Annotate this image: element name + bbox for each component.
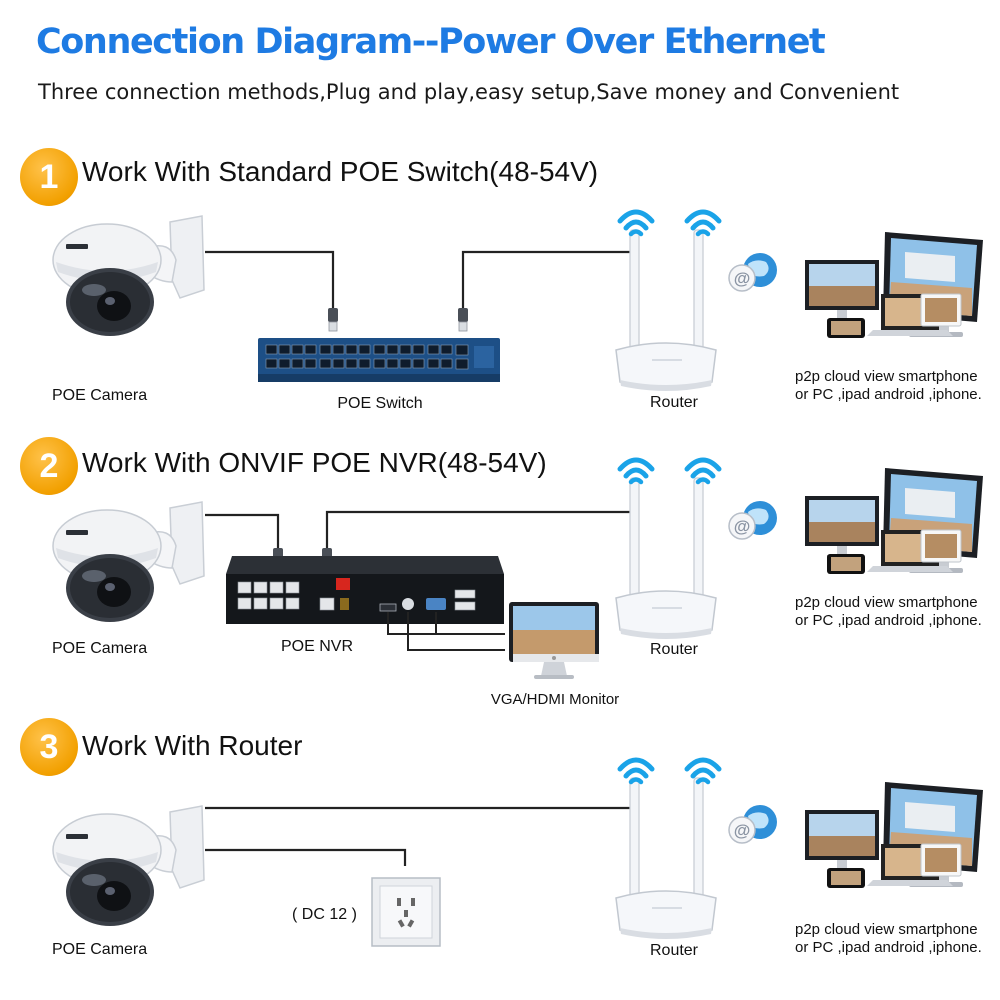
section-3-power-label: ( DC 12 ) <box>292 906 357 923</box>
section-3-cloud-line1: p2p cloud view smartphone <box>795 921 978 938</box>
dc-outlet-graphic <box>371 877 441 947</box>
section-2-camera-label: POE Camera <box>52 640 148 657</box>
section-2-nvr-label: POE NVR <box>281 638 354 655</box>
section-1-title: Work With Standard POE Switch(48-54V) <box>82 156 599 187</box>
section-1-cloud-line2: or PC ,ipad android ,iphone. <box>795 386 982 403</box>
section-3-camera-label: POE Camera <box>52 941 148 958</box>
section-1-switch-label: POE Switch <box>337 395 423 412</box>
diagram-subtitle: Three connection methods,Plug and play,e… <box>38 80 900 104</box>
vga-hdmi-monitor-graphic <box>509 602 599 679</box>
poe-switch-graphic <box>258 338 500 382</box>
section-2-cloud-line2: or PC ,ipad android ,iphone. <box>795 612 982 629</box>
section-3-cloud-line2: or PC ,ipad android ,iphone. <box>795 939 982 956</box>
section-1-cloud-line1: p2p cloud view smartphone <box>795 368 978 385</box>
section-2-router-label: Router <box>649 641 699 658</box>
section-2-title: Work With ONVIF POE NVR(48-54V) <box>82 447 547 478</box>
section-3-badge: 3 <box>20 718 78 776</box>
poe-nvr-graphic <box>226 556 504 624</box>
section-1-badge: 1 <box>20 148 78 206</box>
section-2-cloud-line1: p2p cloud view smartphone <box>795 594 978 611</box>
diagram-title: Connection Diagram--Power Over Ethernet <box>36 22 826 62</box>
section-2-monitor-label: VGA/HDMI Monitor <box>490 691 620 708</box>
section-1-camera-label: POE Camera <box>52 387 148 404</box>
section-1-router-label: Router <box>649 394 699 411</box>
section-3-router-label: Router <box>649 942 699 959</box>
section-2-badge: 2 <box>20 437 78 495</box>
section-3-title: Work With Router <box>82 730 303 761</box>
